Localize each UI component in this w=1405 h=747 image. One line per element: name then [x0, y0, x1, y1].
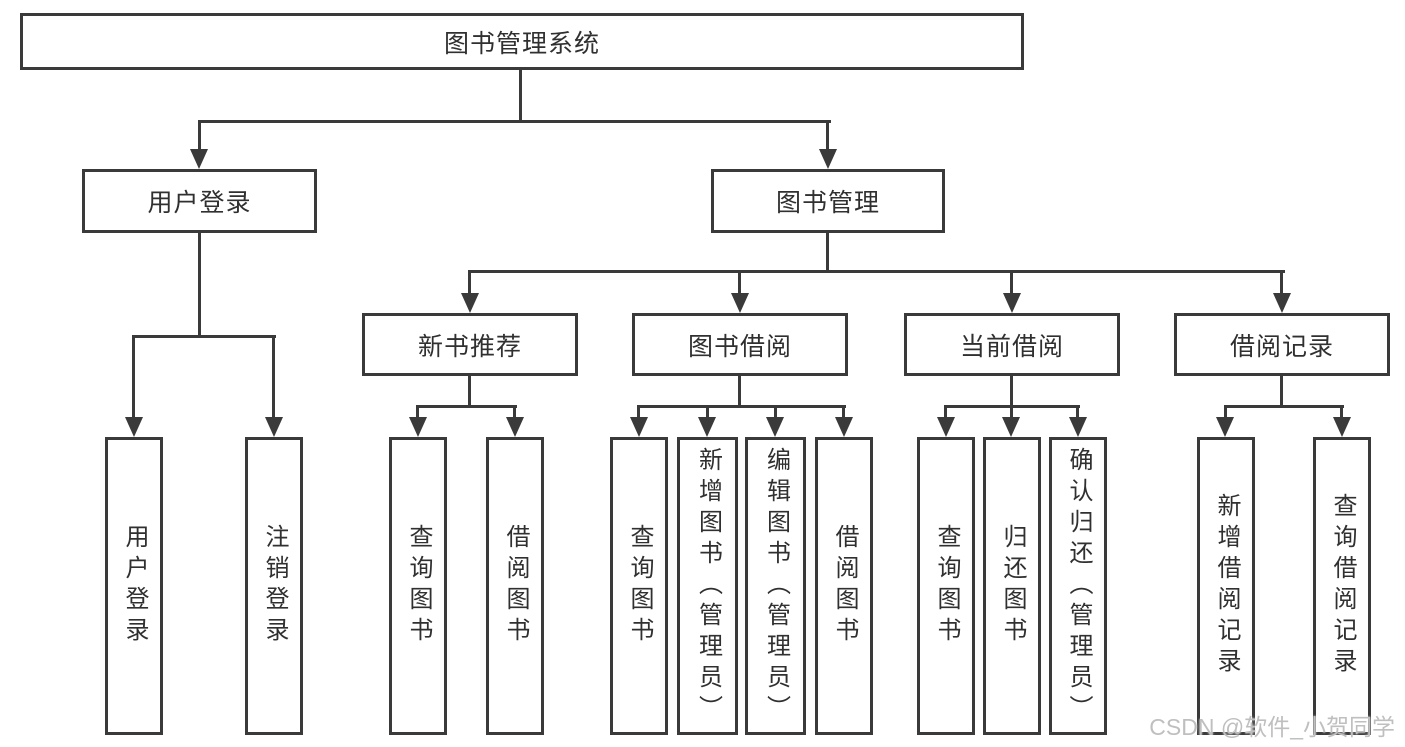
connector-line	[519, 70, 522, 122]
node-current-borrowing: 当前借阅	[904, 313, 1120, 376]
connector-arrowhead	[731, 293, 749, 313]
connector-line	[826, 121, 829, 151]
node-user-login: 用户登录	[82, 169, 317, 233]
connector-arrowhead	[630, 417, 648, 437]
connector-line	[1340, 406, 1343, 419]
connector-arrowhead	[1333, 417, 1351, 437]
node-label: 新增借阅记录	[1213, 493, 1240, 679]
node-label: 图书借阅	[687, 332, 792, 361]
node-borrow-books-recommend: 借阅图书	[486, 437, 544, 735]
node-borrow-books-borrowing: 借阅图书	[815, 437, 873, 735]
connector-arrowhead	[937, 417, 955, 437]
connector-line	[132, 335, 276, 338]
connector-line	[738, 272, 741, 296]
node-label: 查询借阅记录	[1329, 493, 1356, 679]
node-label: 新书推荐	[417, 332, 522, 361]
node-book-borrowing: 图书借阅	[632, 313, 848, 376]
node-label: 查询图书	[626, 524, 653, 648]
connector-arrowhead	[698, 417, 716, 437]
node-label: 用户登录	[121, 524, 148, 648]
node-label: 注销登录	[261, 524, 288, 648]
connector-arrowhead	[1002, 417, 1020, 437]
connector-arrowhead	[409, 417, 427, 437]
connector-line	[1010, 376, 1013, 406]
node-query-books-recommend: 查询图书	[389, 437, 447, 735]
connector-arrowhead	[1003, 293, 1021, 313]
connector-line	[826, 233, 829, 273]
node-logout: 注销登录	[245, 437, 303, 735]
connector-arrowhead	[190, 149, 208, 169]
node-add-books-admin: 新增图书（管理员）	[677, 437, 738, 735]
connector-line	[198, 121, 201, 151]
connector-arrowhead	[766, 417, 784, 437]
node-confirm-return-admin: 确认归还（管理员）	[1049, 437, 1107, 735]
connector-arrowhead	[819, 149, 837, 169]
connector-arrowhead	[1216, 417, 1234, 437]
connector-line	[738, 376, 741, 406]
connector-arrowhead	[125, 417, 143, 437]
connector-arrowhead	[461, 293, 479, 313]
node-return-books: 归还图书	[983, 437, 1041, 735]
connector-line	[198, 120, 831, 123]
connector-line	[132, 336, 135, 419]
node-query-books-current: 查询图书	[917, 437, 975, 735]
node-label: 编辑图书（管理员）	[762, 446, 790, 726]
connector-line	[1280, 376, 1283, 406]
node-label: 用户登录	[147, 189, 252, 217]
connector-arrowhead	[835, 417, 853, 437]
node-query-books-borrowing: 查询图书	[610, 437, 668, 735]
connector-line	[1224, 406, 1227, 419]
node-new-book-recommend: 新书推荐	[362, 313, 578, 376]
node-library-system: 图书管理系统	[20, 13, 1024, 70]
connector-line	[468, 272, 471, 296]
connector-arrowhead	[506, 417, 524, 437]
connector-line	[468, 376, 471, 406]
connector-line	[513, 406, 516, 419]
node-borrowing-records: 借阅记录	[1174, 313, 1390, 376]
connector-arrowhead	[1273, 293, 1291, 313]
connector-line	[1010, 272, 1013, 296]
connector-line	[468, 270, 1285, 273]
connector-line	[944, 406, 947, 419]
connector-line	[416, 406, 419, 419]
connector-line	[1224, 405, 1344, 408]
connector-line	[842, 406, 845, 419]
connector-arrowhead	[265, 417, 283, 437]
node-label: 当前借阅	[959, 332, 1064, 361]
node-query-borrow-record: 查询借阅记录	[1313, 437, 1371, 735]
node-label: 确认归还（管理员）	[1065, 446, 1092, 726]
connector-line	[198, 233, 201, 337]
csdn-watermark: CSDN @软件_小贺同学	[1149, 714, 1395, 740]
node-label: 借阅图书	[502, 524, 529, 648]
connector-line	[1010, 406, 1013, 419]
connector-line	[637, 406, 640, 419]
node-label: 新增图书（管理员）	[694, 446, 722, 726]
node-label: 查询图书	[933, 524, 960, 648]
connector-arrowhead	[1069, 417, 1087, 437]
node-add-borrow-record: 新增借阅记录	[1197, 437, 1255, 735]
connector-line	[774, 406, 777, 419]
node-label: 借阅记录	[1229, 332, 1334, 361]
connector-line	[416, 405, 517, 408]
connector-line	[1280, 272, 1283, 296]
node-user-login-leaf: 用户登录	[105, 437, 163, 735]
node-label: 图书管理系统	[443, 29, 600, 58]
connector-line	[1076, 406, 1079, 419]
connector-line	[706, 406, 709, 419]
connector-line	[637, 405, 846, 408]
connector-line	[272, 336, 275, 419]
node-label: 归还图书	[999, 524, 1026, 648]
node-label: 借阅图书	[831, 524, 858, 648]
node-label: 图书管理	[775, 189, 880, 217]
node-book-management: 图书管理	[711, 169, 945, 233]
node-edit-books-admin: 编辑图书（管理员）	[745, 437, 806, 735]
node-label: 查询图书	[405, 524, 432, 648]
